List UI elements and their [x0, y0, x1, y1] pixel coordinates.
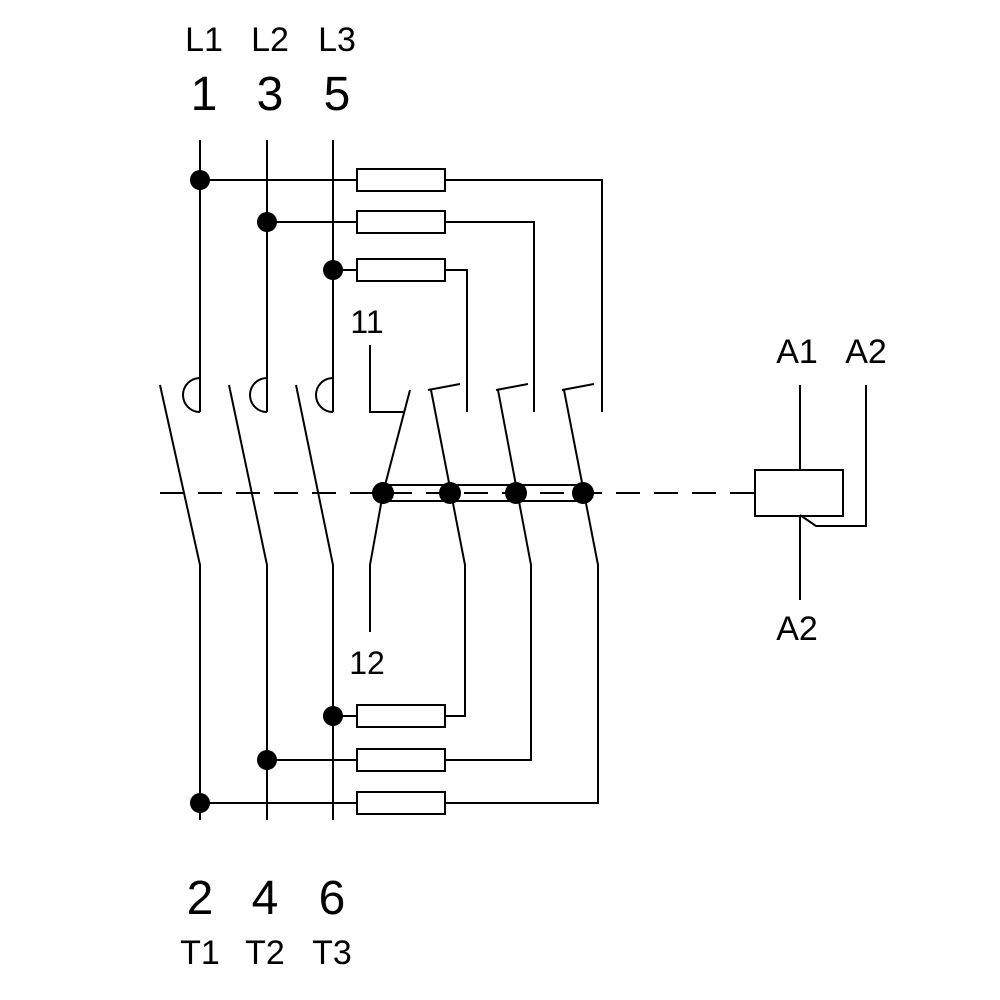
coil-label-a2-top: A2 — [845, 333, 887, 371]
switch-contact-3 — [445, 383, 599, 804]
load-label-t3: T3 — [312, 934, 352, 972]
linkage-joint-4 — [572, 482, 594, 504]
phase-label-l1: L1 — [185, 21, 223, 59]
aux-label-bottom: 12 — [349, 645, 385, 681]
contact-hook-1 — [182, 377, 201, 413]
coil-body — [754, 469, 844, 517]
bottom-resistor-1 — [356, 704, 446, 728]
phase-label-l3: L3 — [318, 21, 356, 59]
main-contact-blade-3 — [228, 384, 268, 820]
bottom-resistor-3 — [356, 791, 446, 815]
top-resistor-3 — [356, 258, 446, 282]
terminal-number-2: 2 — [187, 872, 214, 925]
terminal-number-5: 5 — [324, 68, 351, 121]
contact-hook-3 — [249, 377, 268, 413]
bottom-junction-1 — [323, 706, 343, 726]
top-junction-3 — [323, 260, 343, 280]
terminal-number-4: 4 — [252, 872, 279, 925]
main-contact-blade-5 — [295, 384, 334, 820]
linkage-joint-2 — [439, 482, 461, 504]
aux-label-top: 11 — [350, 304, 383, 340]
bottom-junction-3 — [190, 793, 210, 813]
load-label-t1: T1 — [180, 934, 220, 972]
terminal-number-6: 6 — [319, 872, 346, 925]
bottom-junction-2 — [257, 750, 277, 770]
aux-contact-top-wire — [369, 345, 405, 413]
terminal-number-3: 3 — [257, 68, 284, 121]
main-contact-blade-1 — [159, 384, 201, 820]
top-branch-wire-3 — [333, 269, 468, 412]
bottom-resistor-2 — [356, 748, 446, 772]
switch-contact-2 — [445, 383, 532, 761]
top-branch-wire-2 — [267, 221, 535, 412]
top-branch-wire-1 — [200, 179, 603, 412]
terminal-number-1: 1 — [191, 68, 218, 121]
top-resistor-1 — [356, 168, 446, 192]
coil-wire-a2-top — [799, 385, 867, 527]
coil-label-a2-bottom: A2 — [776, 610, 818, 648]
linkage-joint-3 — [505, 482, 527, 504]
aux-contact-blade — [369, 389, 411, 632]
linkage-joint-1 — [372, 482, 394, 504]
contact-hook-5 — [315, 377, 334, 413]
load-label-t2: T2 — [245, 934, 285, 972]
top-junction-1 — [190, 170, 210, 190]
phase-label-l2: L2 — [251, 21, 289, 59]
mechanical-linkage-bar — [383, 484, 583, 502]
top-resistor-2 — [356, 210, 446, 234]
coil-label-a1: A1 — [776, 333, 818, 371]
switch-contact-1 — [427, 383, 466, 717]
top-junction-2 — [257, 212, 277, 232]
